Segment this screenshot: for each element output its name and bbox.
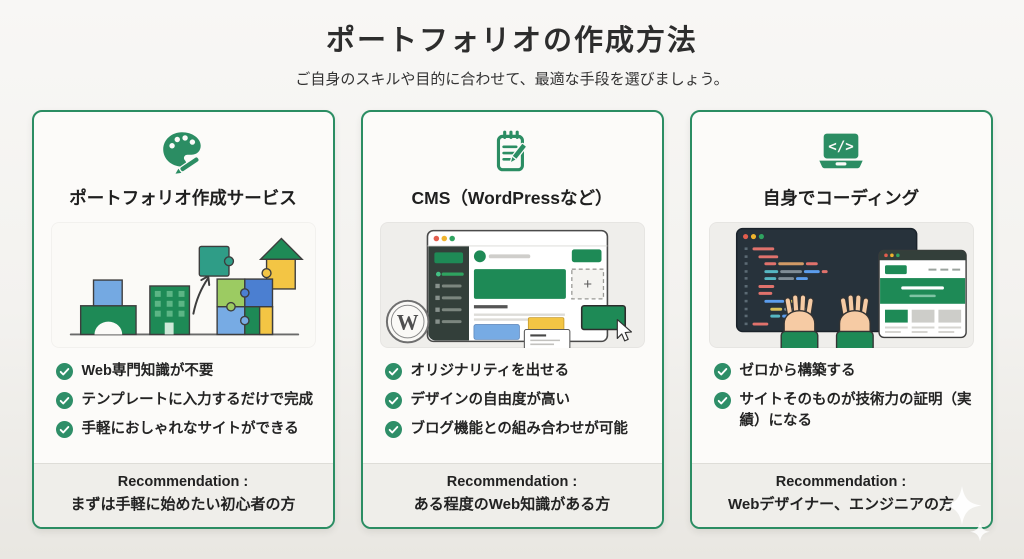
feature-item: ゼロから構築する — [713, 361, 975, 382]
building-blocks-illustration — [50, 222, 316, 348]
card-self-coding: </> 自身でコーディング — [689, 110, 993, 529]
plus-sign: + — [583, 277, 592, 293]
page-title: ポートフォリオの作成方法 — [325, 25, 698, 57]
card-title: 自身でコーディング — [762, 188, 920, 208]
card-title: CMS（WordPressなど） — [411, 188, 613, 208]
check-icon — [55, 363, 73, 380]
feature-list: Web専門知識が不要 テンプレートに入力するだけで完成 手軽におしゃれなサイトが… — [34, 361, 333, 448]
line-numbers — [744, 247, 748, 326]
typing-hands — [779, 294, 874, 348]
wordpress-logo: W — [385, 299, 429, 344]
admin-sidebar — [427, 246, 469, 341]
feature-text: ゼロから構築する — [739, 363, 856, 379]
recommendation-label: Recommendation : — [446, 473, 578, 490]
arrow-up-icon — [191, 274, 210, 315]
dragged-block — [580, 304, 626, 331]
recommendation-footer: Recommendation : Webデザイナー、エンジニアの方 — [691, 462, 991, 527]
infographic-root: ポートフォリオの作成方法 ご自身のスキルや目的に合わせて、最適な手段を選びましょ… — [0, 0, 1024, 529]
puzzle-piece-house — [258, 237, 304, 290]
code-glyph: </> — [828, 139, 853, 155]
traffic-lights-icon — [742, 233, 764, 240]
laptop-code-icon: </> — [815, 125, 867, 179]
code-editor-window — [735, 227, 917, 333]
feature-item: ブログ機能との組み合わせが可能 — [384, 419, 646, 440]
feature-text: テンプレートに入力するだけで完成 — [81, 392, 314, 409]
feature-item: Web専門知識が不要 — [55, 361, 317, 382]
page-header: ポートフォリオの作成方法 ご自身のスキルや目的に合わせて、最適な手段を選びましょ… — [0, 0, 1024, 89]
card-title: ポートフォリオ作成サービス — [69, 188, 297, 208]
check-icon — [55, 421, 73, 439]
check-icon — [55, 392, 73, 410]
check-icon — [713, 363, 731, 380]
check-icon — [384, 363, 402, 380]
block-arch — [79, 279, 137, 336]
check-icon — [713, 392, 731, 410]
feature-text: Web専門知識が不要 — [81, 363, 214, 379]
feature-text: ブログ機能との組み合わせが可能 — [410, 421, 628, 438]
notepad-pencil-icon — [487, 125, 537, 179]
puzzle-grid — [215, 278, 273, 336]
feature-item: デザインの自由度が高い — [384, 390, 646, 411]
content-block-green — [473, 269, 566, 299]
check-icon — [384, 392, 402, 410]
browser-window: + — [426, 229, 632, 348]
recommendation-label: Recommendation : — [775, 473, 907, 490]
recommendation-text: Webデザイナー、エンジニアの方 — [728, 495, 954, 513]
drop-zone — [570, 268, 604, 300]
feature-list: オリジナリティを出せる デザインの自由度が高い ブログ機能との組み合わせが可能 — [363, 361, 662, 448]
recommendation-text: まずは手軽に始めたい初心者の方 — [70, 495, 296, 513]
traffic-lights-icon — [433, 235, 455, 242]
puzzle-piece-floating — [198, 245, 234, 277]
check-icon — [384, 421, 402, 439]
site-preview-window — [877, 249, 967, 339]
feature-text: 手軽におしゃれなサイトができる — [81, 421, 299, 438]
feature-item: テンプレートに入力するだけで完成 — [55, 390, 317, 411]
recommendation-text: ある程度のWeb知識がある方 — [413, 495, 611, 513]
feature-item: サイトそのものが技術力の証明（実績）になる — [713, 390, 975, 432]
recommendation-label: Recommendation : — [117, 473, 249, 490]
recommendation-footer: Recommendation : ある程度のWeb知識がある方 — [362, 462, 662, 527]
feature-text: オリジナリティを出せる — [410, 363, 570, 379]
page-subtitle: ご自身のスキルや目的に合わせて、最適な手段を選びましょう。 — [295, 71, 729, 88]
block-building — [148, 285, 190, 336]
recommendation-footer: Recommendation : まずは手軽に始めたい初心者の方 — [33, 462, 333, 527]
feature-item: 手軽におしゃれなサイトができる — [55, 419, 317, 440]
card-cms: CMS（WordPressなど） — [360, 110, 664, 529]
palette-icon — [158, 125, 208, 179]
cards-row: ポートフォリオ作成サービス — [0, 110, 1024, 529]
wordpress-dashboard-illustration: + W — [379, 222, 645, 348]
feature-item: オリジナリティを出せる — [384, 361, 646, 382]
feature-text: デザインの自由度が高い — [410, 392, 571, 409]
feature-list: ゼロから構築する サイトそのものが技術力の証明（実績）になる — [692, 361, 991, 440]
card-portfolio-service: ポートフォリオ作成サービス — [31, 110, 335, 529]
coding-hands-illustration — [708, 222, 974, 348]
wordpress-w: W — [396, 310, 418, 334]
cursor-icon — [616, 319, 632, 342]
feature-text: サイトそのものが技術力の証明（実績）になる — [739, 392, 972, 430]
